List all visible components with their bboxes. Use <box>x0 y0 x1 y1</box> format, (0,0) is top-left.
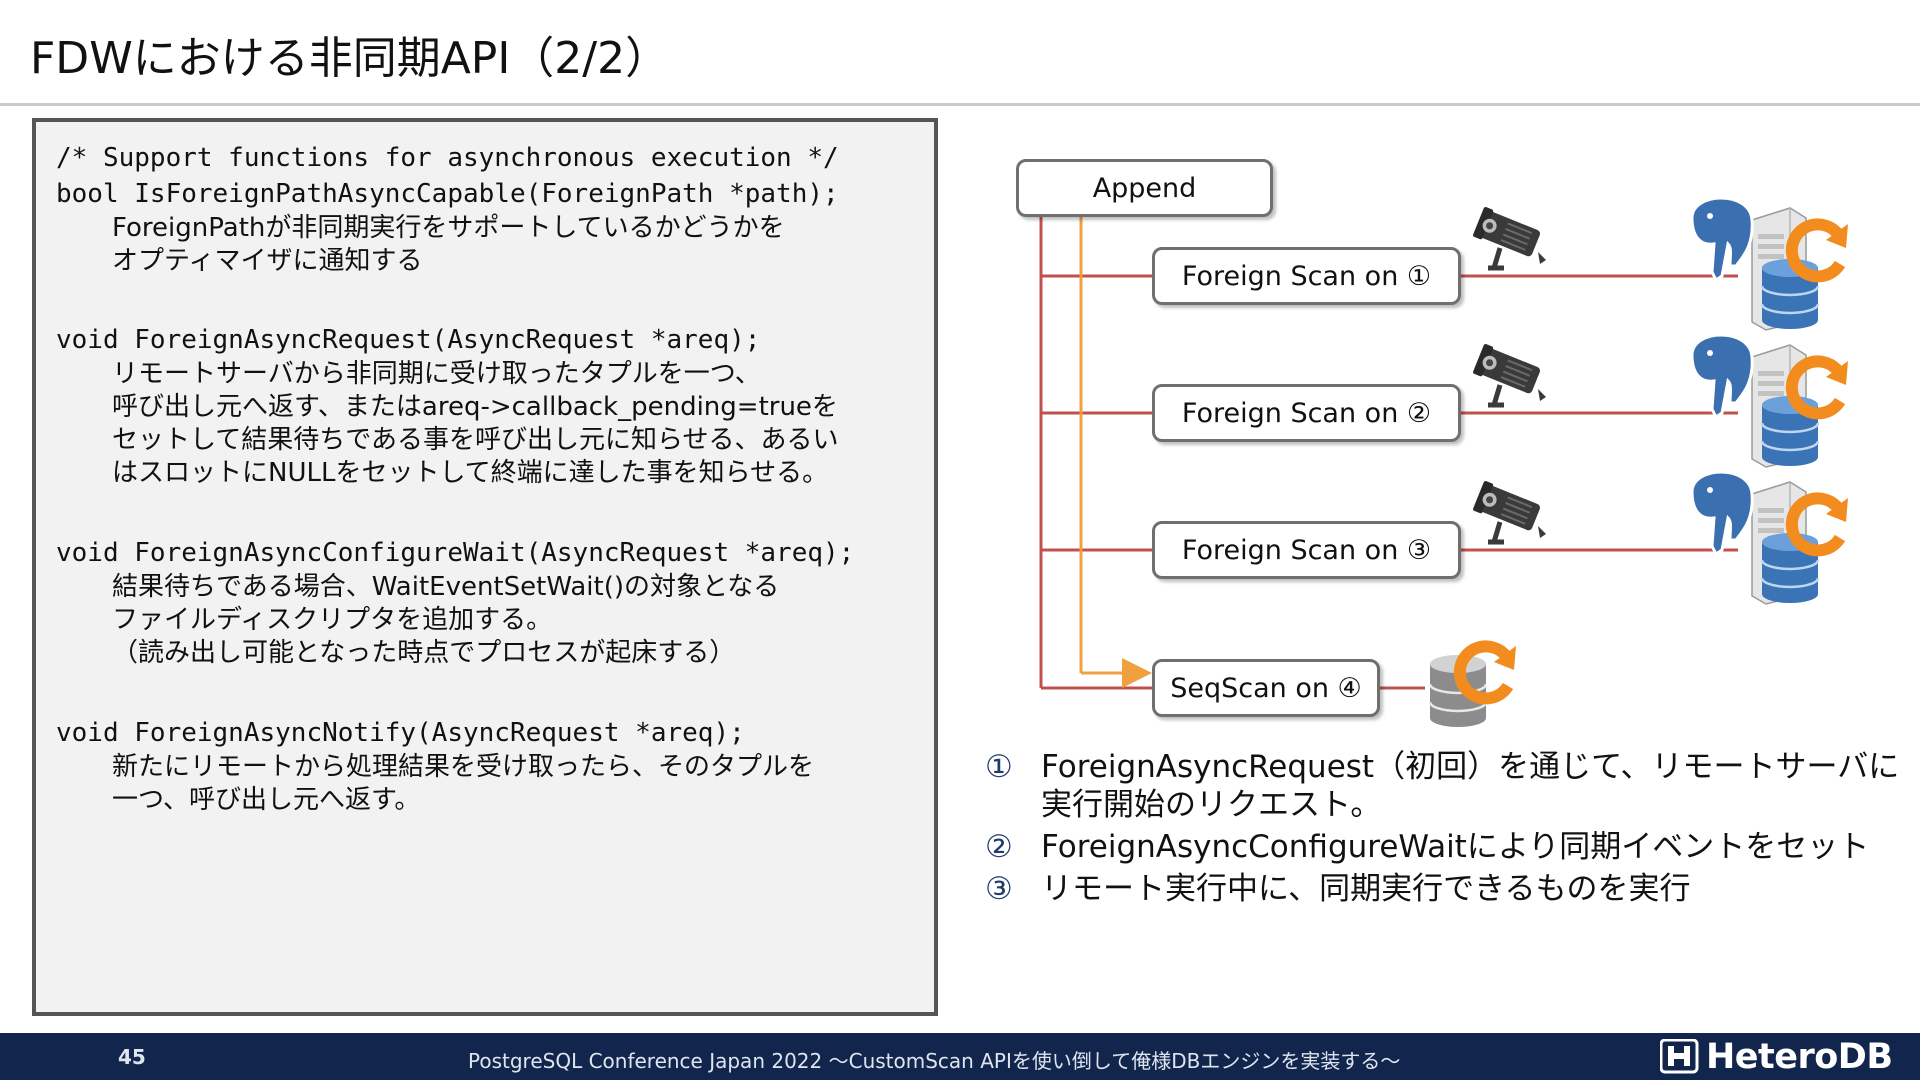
code-description-line: はスロットにNULLをセットして終端に達した事を知らせる。 <box>112 458 829 488</box>
note-item: ① ForeignAsyncRequest（初回）を通じて、リモートサーバに 実… <box>985 748 1899 824</box>
code-description-line: （読み出し可能となった時点でプロセスが起床する） <box>112 638 736 668</box>
code-description-line: オプティマイザに通知する <box>112 246 423 276</box>
code-block-is-async-capable: /* Support functions for asynchronous ex… <box>56 140 839 278</box>
refresh-icon <box>1792 361 1848 413</box>
code-signature-line: void ForeignAsyncNotify(AsyncRequest *ar… <box>56 718 745 748</box>
database-icon <box>1760 394 1820 468</box>
append-node: Append <box>1016 159 1273 217</box>
code-description-line: セットして結果待ちである事を呼び出し元に知らせる、あるい <box>112 425 839 455</box>
refresh-icon <box>1792 498 1848 550</box>
database-icon <box>1760 531 1820 605</box>
security-camera-icon <box>1472 206 1546 268</box>
note-text: リモート実行中に、同期実行できるものを実行 <box>1041 871 1691 907</box>
note-item: ③ リモート実行中に、同期実行できるものを実行 <box>985 870 1899 908</box>
refresh-icon <box>1792 224 1848 276</box>
server-icon <box>1751 207 1807 331</box>
postgresql-elephant-icon <box>1690 196 1754 282</box>
code-description-line: 呼び出し元へ返す、またはareq->callback_pending=trueを <box>112 392 838 422</box>
seqscan-node-4: SeqScan on ④ <box>1152 659 1380 717</box>
security-camera-icon <box>1472 343 1546 405</box>
security-camera-icon <box>1472 480 1546 542</box>
server-icon <box>1751 481 1807 605</box>
note-number: ① <box>985 749 1013 785</box>
note-text: ForeignAsyncConfigureWaitにより同期イベントをセット <box>1041 829 1870 865</box>
postgresql-elephant-icon <box>1690 470 1754 556</box>
code-signature-line: void ForeignAsyncConfigureWait(AsyncRequ… <box>56 538 855 568</box>
foreign-scan-node-3: Foreign Scan on ③ <box>1152 521 1461 579</box>
slide-title: FDWにおける非同期API（2/2） <box>30 33 670 84</box>
heterodb-logo-icon <box>1660 1039 1699 1074</box>
numbered-notes: ① ForeignAsyncRequest（初回）を通じて、リモートサーバに 実… <box>985 748 1899 908</box>
foreign-scan-node-1: Foreign Scan on ① <box>1152 247 1461 305</box>
note-number: ③ <box>985 871 1013 907</box>
code-signature-line: void ForeignAsyncRequest(AsyncRequest *a… <box>56 325 761 355</box>
code-block-configure-wait: void ForeignAsyncConfigureWait(AsyncRequ… <box>56 535 854 670</box>
page-number: 45 <box>118 1045 146 1069</box>
note-number: ② <box>985 829 1013 865</box>
code-block-async-request: void ForeignAsyncRequest(AsyncRequest *a… <box>56 322 838 490</box>
database-icon <box>1760 257 1820 331</box>
brand-name: HeteroDB <box>1706 1037 1893 1077</box>
local-database-icon <box>1428 655 1488 727</box>
code-description-line: ForeignPathが非同期実行をサポートしているかどうかを <box>112 213 785 243</box>
code-description-line: 一つ、呼び出し元へ返す。 <box>112 785 421 815</box>
footer-bar: 45 PostgreSQL Conference Japan 2022 〜Cus… <box>0 1033 1920 1080</box>
code-signature-line: bool IsForeignPathAsyncCapable(ForeignPa… <box>56 179 839 209</box>
note-item: ② ForeignAsyncConfigureWaitにより同期イベントをセット <box>985 828 1899 866</box>
code-description-line: 結果待ちである場合、WaitEventSetWait()の対象となる <box>112 572 780 602</box>
foreign-scan-node-2: Foreign Scan on ② <box>1152 384 1461 442</box>
conference-title: PostgreSQL Conference Japan 2022 〜Custom… <box>468 1049 1401 1073</box>
code-description-line: ファイルディスクリプタを追加する。 <box>112 605 553 635</box>
server-icon <box>1751 344 1807 468</box>
code-block-async-notify: void ForeignAsyncNotify(AsyncRequest *ar… <box>56 715 814 817</box>
code-comment-line: /* Support functions for asynchronous ex… <box>56 143 839 173</box>
code-box: /* Support functions for asynchronous ex… <box>32 118 938 1016</box>
heterodb-logo: HeteroDB <box>1660 1037 1893 1077</box>
note-text: ForeignAsyncRequest（初回）を通じて、リモートサーバに <box>1041 749 1900 785</box>
title-divider <box>0 103 1920 106</box>
postgresql-elephant-icon <box>1690 333 1754 419</box>
code-description-line: 新たにリモートから処理結果を受け取ったら、そのタプルを <box>112 752 815 782</box>
code-description-line: リモートサーバから非同期に受け取ったタプルを一つ、 <box>112 359 761 389</box>
note-text: 実行開始のリクエスト。 <box>1041 787 1382 823</box>
refresh-icon <box>1460 646 1516 698</box>
